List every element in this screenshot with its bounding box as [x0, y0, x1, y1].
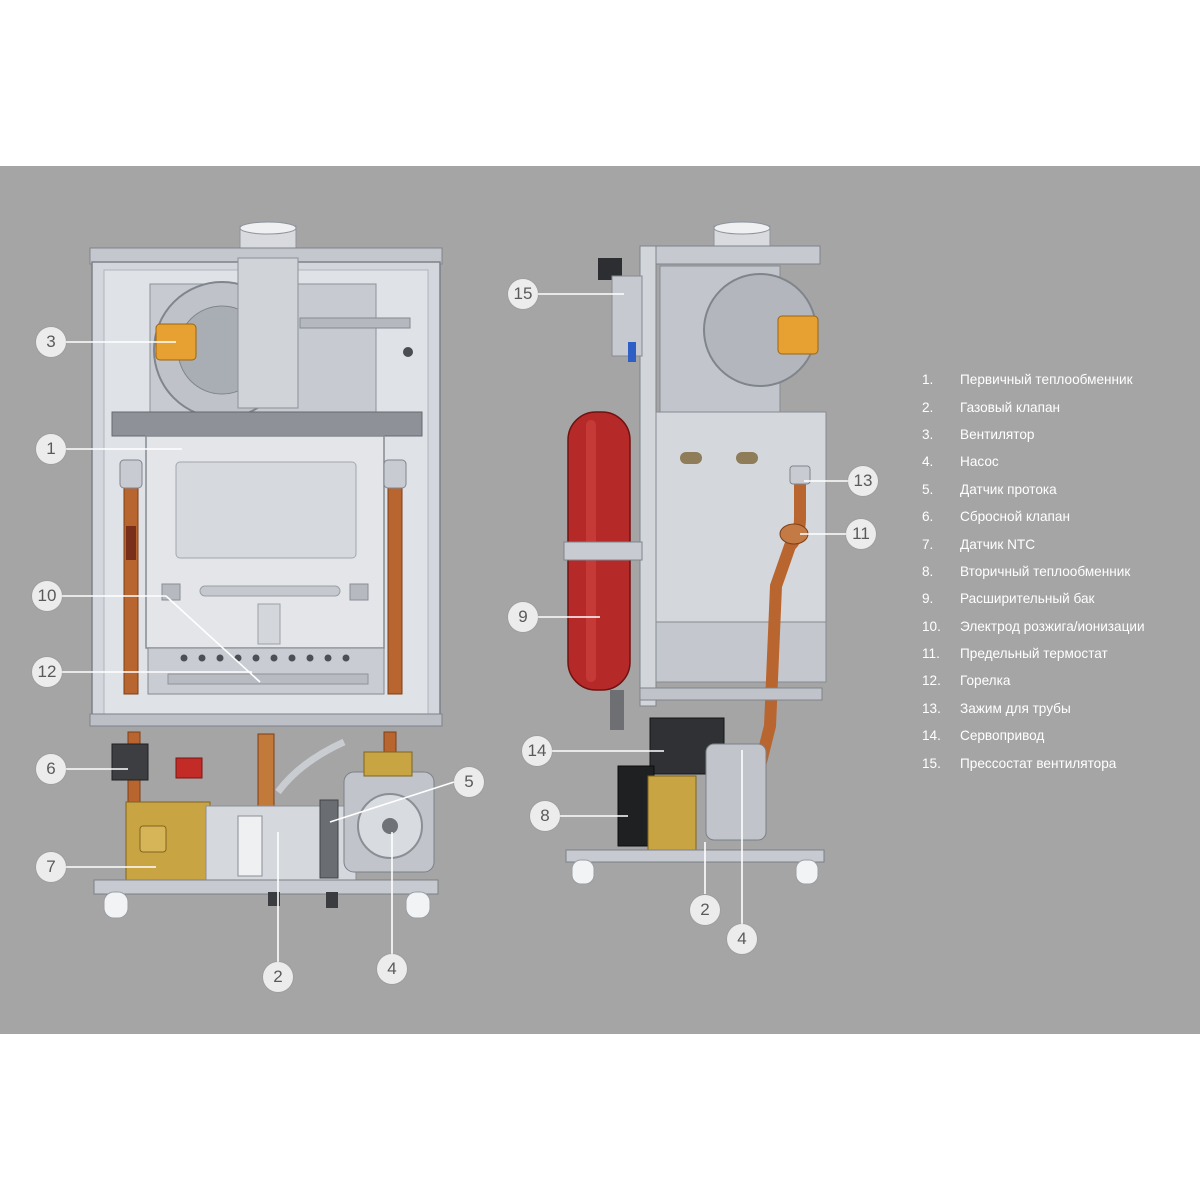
callout-5-flow-sensor: 5	[454, 767, 484, 797]
callout-8-secondary-heat-exchanger: 8	[530, 801, 560, 831]
legend-number: 12.	[922, 673, 941, 689]
callout-3-fan: 3	[36, 327, 66, 357]
legend-number: 10.	[922, 618, 941, 634]
legend-label: Зажим для трубы	[960, 700, 1071, 716]
legend-number: 9.	[922, 591, 934, 607]
legend-number: 5.	[922, 481, 934, 497]
callout-11-limit-thermostat: 11	[846, 519, 876, 549]
diagram-panel: 3 1 10 12 6 7 5 2 4 15 9 14 8 2 4 13 11 …	[0, 166, 1200, 1034]
copper-pipe-right	[387, 475, 403, 695]
callout-1-primary-heat-exchanger: 1	[36, 434, 66, 464]
legend-item: 8. Вторичный теплообменник	[922, 558, 1200, 585]
callout-4-pump: 4	[377, 954, 407, 984]
legend-item: 9. Расширительный бак	[922, 585, 1200, 612]
legend-label: Газовый клапан	[960, 399, 1061, 415]
legend-item: 2. Газовый клапан	[922, 393, 1200, 420]
legend-label: Сбросной клапан	[960, 509, 1070, 525]
fan-pressure-switch	[611, 275, 643, 357]
callout-7-ntc-sensor: 7	[36, 852, 66, 882]
callout-12-burner: 12	[32, 657, 62, 687]
legend-number: 4.	[922, 454, 934, 470]
leader-lines	[62, 293, 848, 962]
legend-item: 12. Горелка	[922, 667, 1200, 694]
legend-number: 6.	[922, 509, 934, 525]
legend-item: 4. Насос	[922, 448, 1200, 475]
legend-item: 11. Предельный термостат	[922, 640, 1200, 667]
legend-number: 8.	[922, 563, 934, 579]
legend-item: 6. Сбросной клапан	[922, 503, 1200, 530]
legend-label: Расширительный бак	[960, 591, 1095, 607]
callout-15-fan-pressure-switch: 15	[508, 279, 538, 309]
gas-valve	[237, 815, 263, 877]
front-view	[89, 221, 443, 919]
callout-13-pipe-clamp: 13	[848, 466, 878, 496]
legend-label: Горелка	[960, 673, 1011, 689]
callout-9-expansion-tank: 9	[508, 602, 538, 632]
legend-label: Прессостат вентилятора	[960, 755, 1117, 771]
callout-14-servo-drive: 14	[522, 736, 552, 766]
brass-manifold	[125, 801, 211, 883]
side-view	[563, 221, 827, 885]
legend-number: 13.	[922, 700, 941, 716]
callout-2-side-gas-valve: 2	[690, 895, 720, 925]
legend-label: Вентилятор	[960, 426, 1035, 442]
legend-label: Электрод розжига/ионизации	[960, 618, 1145, 634]
legend-item: 14. Сервопривод	[922, 722, 1200, 749]
legend-label: Первичный теплообменник	[960, 372, 1133, 388]
parts-legend: 1. Первичный теплообменник 2. Газовый клап…	[922, 366, 1200, 777]
legend-label: Сервопривод	[960, 728, 1045, 744]
legend-number: 11.	[922, 646, 940, 662]
callout-2-gas-valve: 2	[263, 962, 293, 992]
legend-label: Насос	[960, 454, 999, 470]
copper-pipe-left	[123, 475, 139, 695]
legend-number: 15.	[922, 755, 941, 771]
legend-label: Вторичный теплообменник	[960, 563, 1131, 579]
legend-number: 7.	[922, 536, 934, 552]
legend-label: Предельный термостат	[960, 646, 1108, 662]
boiler-illustration	[62, 221, 848, 962]
safety-valve	[111, 743, 149, 781]
callout-4-side-pump: 4	[727, 924, 757, 954]
legend-label: Датчик протока	[960, 481, 1057, 497]
legend-item: 15. Прессостат вентилятора	[922, 749, 1200, 776]
callout-6-safety-valve: 6	[36, 754, 66, 784]
legend-number: 14.	[922, 728, 941, 744]
legend-item: 5. Датчик протока	[922, 476, 1200, 503]
legend-number: 1.	[922, 372, 934, 388]
legend-label: Датчик NTC	[960, 536, 1036, 552]
legend-number: 3.	[922, 426, 934, 442]
legend-item: 7. Датчик NTC	[922, 530, 1200, 557]
legend-number: 2.	[922, 399, 934, 415]
legend-item: 1. Первичный теплообменник	[922, 366, 1200, 393]
legend-item: 13. Зажим для трубы	[922, 695, 1200, 722]
callout-10-ignition-electrode: 10	[32, 581, 62, 611]
legend-item: 10. Электрод розжига/ионизации	[922, 613, 1200, 640]
legend-item: 3. Вентилятор	[922, 421, 1200, 448]
